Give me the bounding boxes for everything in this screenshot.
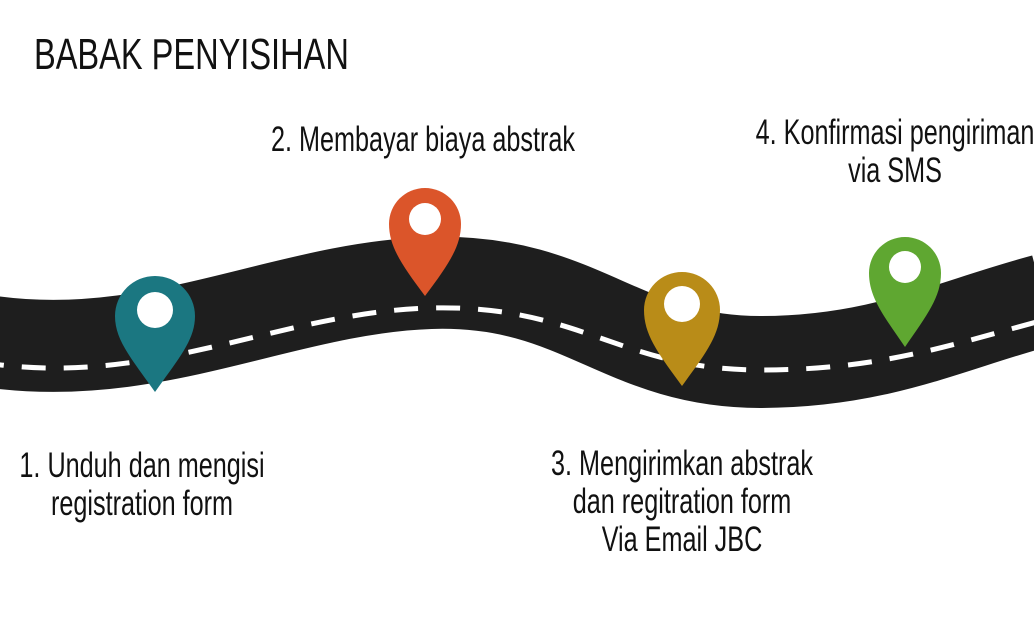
step-2-label: 2. Membayar biaya abstrak — [271, 121, 575, 159]
step-1-label-line-1: 1. Unduh dan mengisi — [19, 446, 265, 485]
step-4-label: 4. Konfirmasi pengiriman via SMS — [756, 114, 1034, 190]
step-4-label-line-1: 4. Konfirmasi pengiriman — [755, 113, 1034, 152]
step-3-label-line-2: dan regitration form — [572, 482, 792, 521]
page-title: BABAK PENYISIHAN — [34, 30, 349, 79]
step-1-label: 1. Unduh dan mengisi registration form — [19, 447, 264, 523]
step-2-pin-icon — [389, 188, 461, 296]
step-3-pin-icon — [644, 272, 720, 386]
step-1-label-line-2: registration form — [50, 484, 234, 523]
step-4-pin-icon — [869, 237, 941, 347]
step-4-label-line-2: via SMS — [848, 151, 942, 190]
step-3-label-line-1: 3. Mengirimkan abstrak — [551, 444, 813, 483]
step-1-pin-icon — [115, 276, 195, 392]
road-center-dashes — [0, 305, 1034, 373]
step-2-label-line-1: 2. Membayar biaya abstrak — [271, 120, 575, 159]
step-3-label: 3. Mengirimkan abstrak dan regitration f… — [551, 445, 813, 559]
step-3-label-line-3: Via Email JBC — [601, 520, 763, 559]
